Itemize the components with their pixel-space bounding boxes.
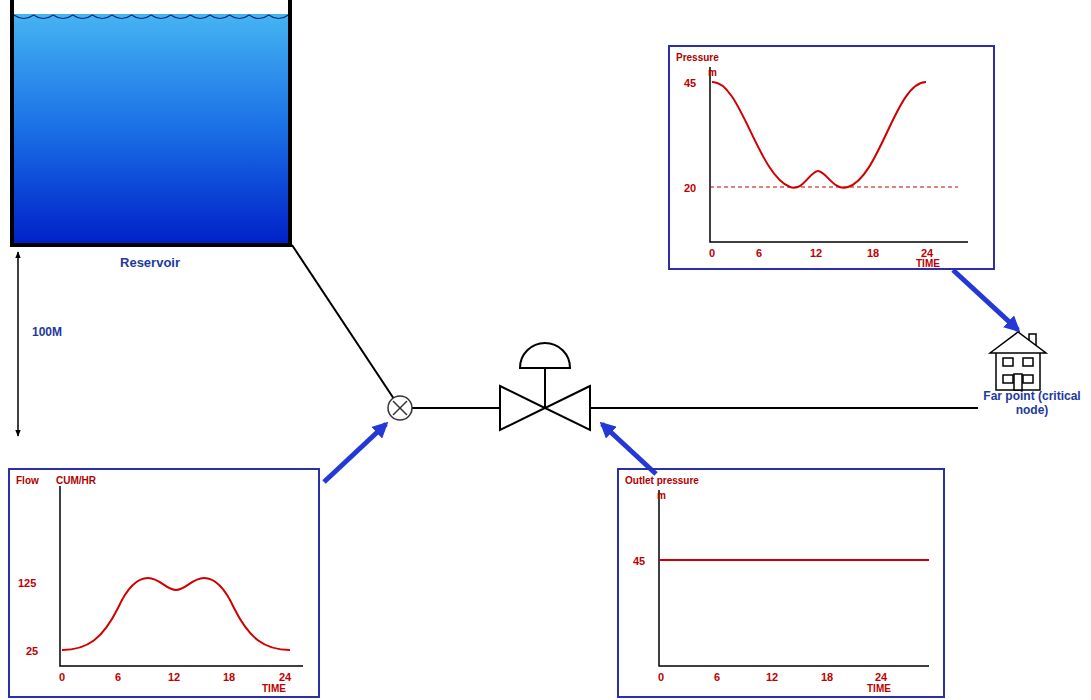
chart-label: TIME (262, 683, 286, 694)
water-surface (14, 15, 288, 19)
control-valve (500, 343, 590, 430)
chart-label: 0 (709, 247, 715, 259)
chart-label: 0 (658, 671, 664, 683)
chart-label: 24 (875, 671, 887, 683)
chart-label: m (708, 67, 717, 78)
flow-panel: Flow CUM/HR 125 25 0 6 12 18 24TIME (8, 468, 320, 698)
outlet-pressure-chart (659, 490, 929, 666)
node-title: Far point (critical node) (978, 390, 1086, 418)
chart-label: CUM/HR (56, 475, 96, 486)
chart-label: 24 (279, 671, 291, 683)
chart-label: TIME (867, 683, 891, 694)
chart-label: m (657, 490, 666, 501)
chart-label: 45 (633, 555, 645, 567)
callout-arrow (953, 270, 1018, 330)
pressure-chart (710, 67, 968, 242)
leader-arrow (324, 424, 386, 482)
chart-label: 12 (766, 671, 778, 683)
chart-label: 20 (684, 182, 696, 194)
house-icon (990, 332, 1046, 390)
chart-label: 12 (810, 247, 822, 259)
outlet-pressure-panel: Outlet pressure m 45 0 6 12 18 24TIME (617, 468, 945, 698)
chart-label: 0 (59, 671, 65, 683)
chart-label: 6 (756, 247, 762, 259)
chart-label: 25 (26, 645, 38, 657)
chart-label: 18 (867, 247, 879, 259)
tank-wall (12, 0, 290, 245)
flow-meter (388, 396, 412, 420)
far-point-house: Far point (critical node) (978, 328, 1086, 422)
node-title: Outlet pressure (625, 475, 699, 486)
chart-label: 18 (223, 671, 235, 683)
height-dimension (17, 252, 19, 436)
chart-label: 125 (18, 577, 36, 589)
chart-label: 12 (168, 671, 180, 683)
chart-label: TIME (916, 258, 940, 269)
chart-label: 18 (821, 671, 833, 683)
chart-label: 6 (714, 671, 720, 683)
dimension-label: 100M (32, 325, 62, 339)
chart-label: 45 (684, 77, 696, 89)
water (13, 14, 289, 245)
leader-arrow (602, 424, 656, 474)
chart-label: 6 (115, 671, 121, 683)
node-title: Flow (16, 475, 39, 486)
chart-label: 24 (921, 247, 933, 259)
flow-chart (60, 486, 303, 666)
reservoir-tank: Reservoir (10, 0, 292, 280)
node-title: Pressure (676, 52, 719, 63)
node-title: Reservoir (120, 256, 180, 270)
pressure-panel: Pressure m 45 20 0 6 12 18 24TIME (668, 45, 995, 270)
